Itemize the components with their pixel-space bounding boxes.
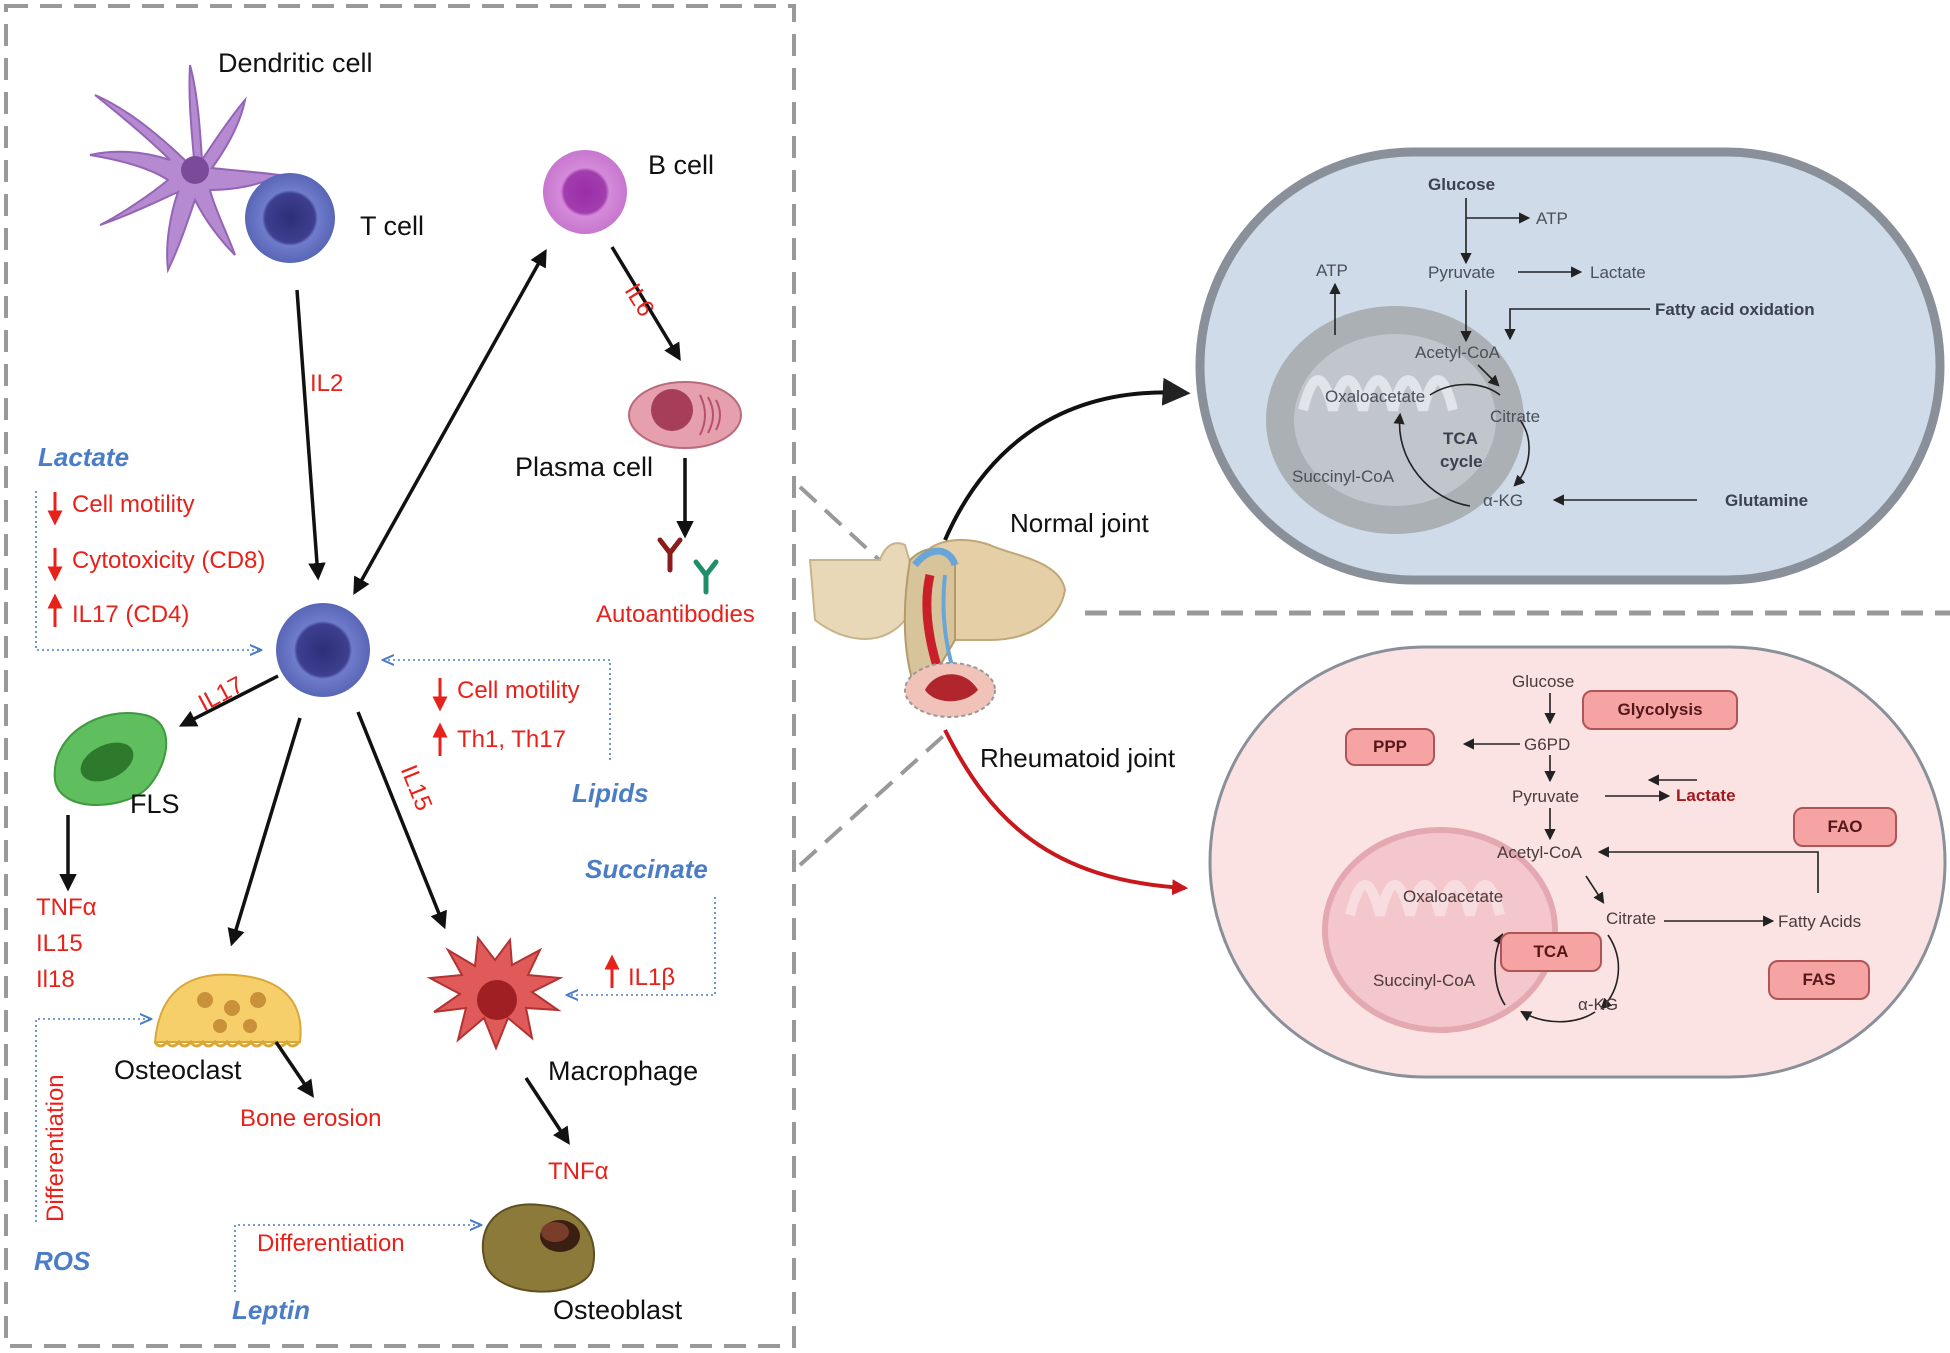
dendritic-cell-icon — [89, 64, 284, 274]
divider-lower — [798, 728, 952, 867]
arrow-center-macrophage — [356, 711, 447, 930]
ra-tca-pill: TCA — [1500, 932, 1602, 972]
plasma-cell-label: Plasma cell — [515, 452, 654, 482]
ra-glucose: Glucose — [1512, 672, 1575, 691]
osteoblast-label: Osteoblast — [553, 1295, 683, 1325]
lipids-effect-2: Th1, Th17 — [457, 726, 566, 753]
nc-citrate: Citrate — [1490, 407, 1541, 426]
t-cell-icon — [245, 173, 335, 263]
rheumatoid-joint-label: Rheumatoid joint — [980, 743, 1176, 773]
nc-succinyl: Succinyl-CoA — [1292, 467, 1395, 486]
normal-cell-shape — [1195, 147, 1945, 585]
ra-acetyl: Acetyl-CoA — [1497, 843, 1583, 862]
tnfa-label: TNFα — [548, 1158, 609, 1185]
lipids-effect-1: Cell motility — [457, 677, 580, 704]
fls-cell-icon — [53, 712, 168, 806]
leptin-connector — [234, 1225, 480, 1292]
arrow-bcell-center — [353, 248, 547, 596]
nc-glucose: Glucose — [1428, 175, 1496, 194]
nc-pyruvate: Pyruvate — [1428, 263, 1496, 282]
nc-acetyl: Acetyl-CoA — [1415, 343, 1501, 362]
lactate-effect-3: IL17 (CD4) — [72, 601, 190, 628]
succinate-connector — [568, 897, 716, 995]
succinate-effect: IL1β — [628, 964, 676, 991]
ros-effect: Differentiation — [42, 1074, 69, 1222]
arrow-osteoclast-erosion — [274, 1041, 314, 1098]
nc-tca: TCA — [1443, 429, 1478, 448]
nc-atp1: ATP — [1536, 209, 1568, 228]
ra-oxaloacetate: Oxaloacetate — [1403, 887, 1504, 906]
nc-atp2: ATP — [1316, 261, 1348, 280]
antibody-icons — [657, 537, 719, 595]
lipids-connector — [384, 660, 611, 760]
nc-fao: Fatty acid oxidation — [1655, 300, 1815, 319]
nc-akg: α-KG — [1483, 491, 1524, 510]
il2-label: IL2 — [310, 370, 344, 397]
ra-g6pd: G6PD — [1524, 735, 1571, 754]
ra-fatty-acids: Fatty Acids — [1778, 912, 1862, 931]
leptin-label: Leptin — [232, 1295, 310, 1325]
lactate-effect-2: Cytotoxicity (CD8) — [72, 547, 266, 574]
ra-glycolysis-pill: Glycolysis — [1582, 690, 1738, 730]
normal-cell-arrows — [1329, 198, 1697, 507]
arrow-rheumatoid-joint — [943, 729, 1189, 896]
ra-succinyl: Succinyl-CoA — [1373, 971, 1476, 990]
nc-glutamine: Glutamine — [1725, 491, 1809, 510]
fls-label: FLS — [130, 789, 180, 819]
central-t-cell-icon — [276, 603, 370, 697]
succinate-label: Succinate — [585, 854, 708, 884]
ra-pyruvate: Pyruvate — [1512, 787, 1580, 806]
osteoclast-label: Osteoclast — [114, 1055, 242, 1085]
osteoclast-icon — [153, 973, 302, 1048]
b-cell-label: B cell — [648, 150, 715, 180]
macrophage-icon — [426, 935, 564, 1051]
joint-illustration-icon — [808, 539, 1067, 718]
bone-erosion-label: Bone erosion — [240, 1105, 382, 1132]
lipids-label: Lipids — [572, 778, 649, 808]
arrow-tcell-center — [295, 289, 326, 581]
effect-arrows — [47, 492, 620, 988]
plasma-cell-icon — [628, 381, 742, 449]
arrow-bcell-plasma — [610, 246, 681, 361]
ra-fas-pill: FAS — [1768, 960, 1870, 1000]
ra-ppp-pill: PPP — [1345, 728, 1435, 766]
fls-out-tnfa: TNFα — [36, 894, 97, 921]
osteoblast-icon — [481, 1203, 596, 1293]
arrow-center-osteoclast — [227, 717, 302, 947]
normal-joint-label: Normal joint — [1010, 508, 1149, 538]
arrow-normal-joint — [943, 377, 1191, 541]
arrow-center-fls — [178, 674, 279, 727]
ra-citrate: Citrate — [1606, 909, 1657, 928]
fls-out-il15: IL15 — [36, 930, 83, 957]
nc-cycle: cycle — [1440, 452, 1483, 471]
dendritic-cell-label: Dendritic cell — [218, 48, 373, 78]
leptin-effect: Differentiation — [257, 1230, 405, 1257]
macrophage-label: Macrophage — [548, 1056, 699, 1086]
b-cell-icon — [543, 150, 627, 234]
ra-fao-pill: FAO — [1793, 807, 1897, 847]
left-panel-frame — [4, 4, 796, 1348]
lactate-label: Lactate — [38, 442, 130, 472]
arrow-macrophage-tnf — [524, 1077, 570, 1145]
ra-akg: α-KG — [1578, 995, 1619, 1014]
ros-label: ROS — [34, 1246, 91, 1276]
nc-lactate: Lactate — [1590, 263, 1646, 282]
t-cell-label: T cell — [360, 211, 425, 241]
autoantibodies-label: Autoantibodies — [596, 601, 755, 628]
ra-cell-arrows — [1462, 693, 1819, 1023]
lactate-effect-1: Cell motility — [72, 491, 195, 518]
nc-oxaloacetate: Oxaloacetate — [1325, 387, 1426, 406]
ra-lactate: Lactate — [1676, 786, 1736, 805]
fls-out-il18: Il18 — [36, 966, 75, 993]
